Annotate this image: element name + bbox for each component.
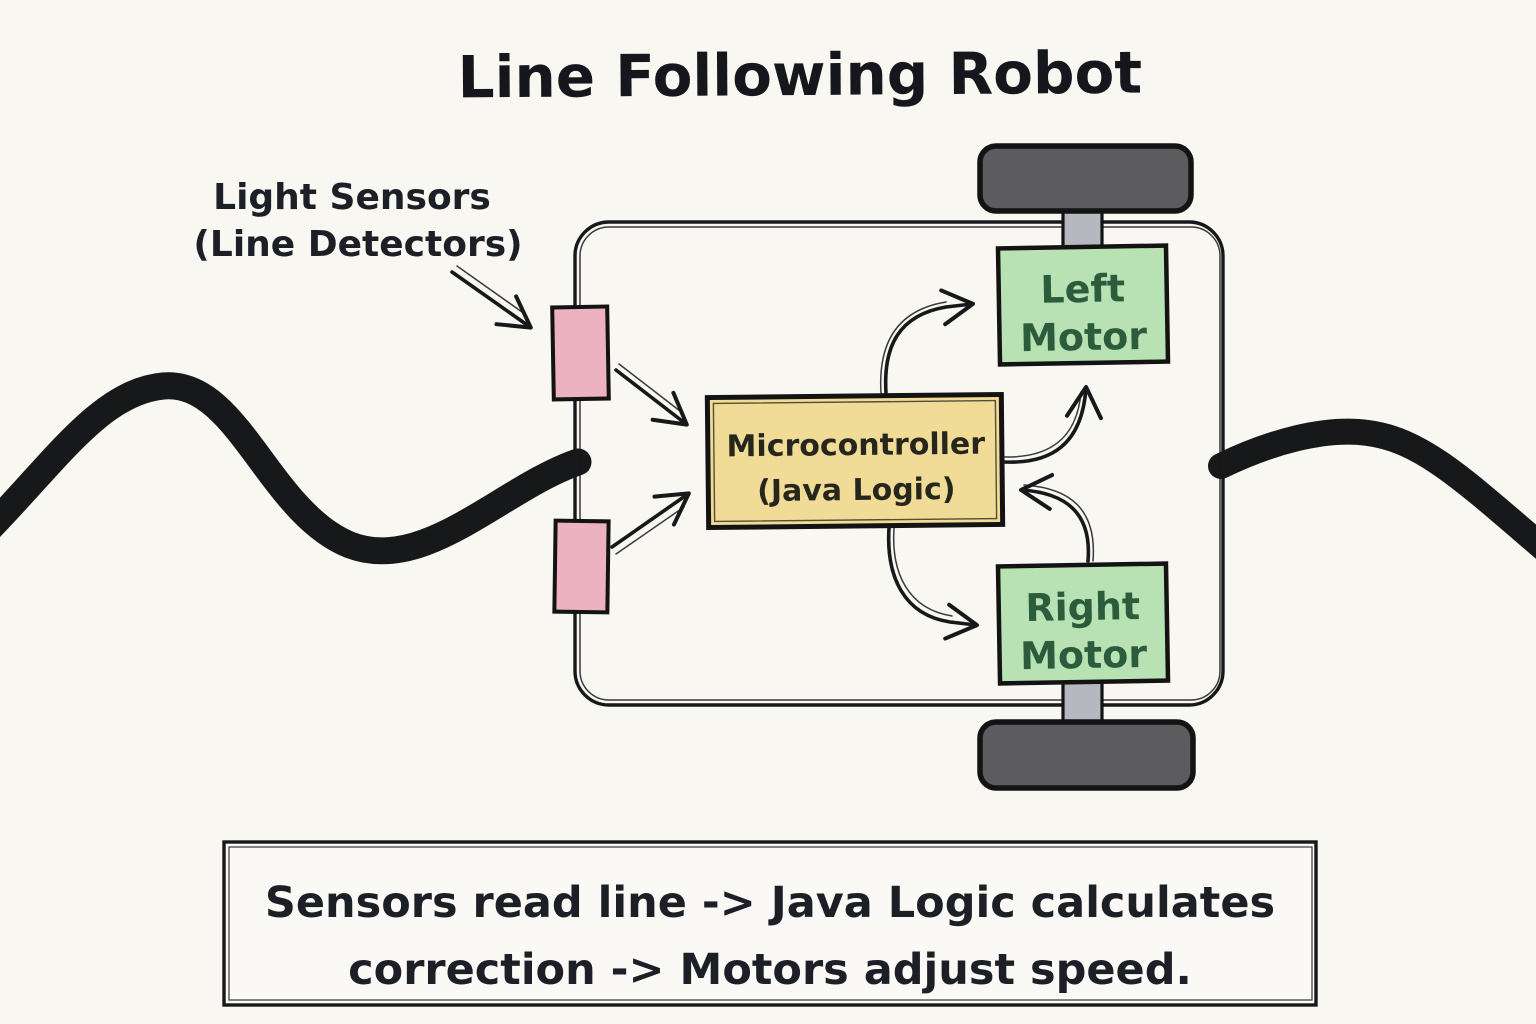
light-sensor-top bbox=[550, 304, 611, 402]
caption-line1: Sensors read line -> Java Logic calculat… bbox=[265, 878, 1275, 928]
right-motor-label-line2: Motor bbox=[1020, 632, 1148, 678]
arrow-mcu-to-left-motor-bottom bbox=[1002, 385, 1103, 464]
arrow-mcu-to-left-motor-bottom-echo bbox=[1003, 391, 1082, 458]
diagram-title: Line Following Robot bbox=[457, 39, 1142, 112]
microcontroller-box: Microcontroller (Java Logic) bbox=[704, 391, 1006, 531]
arrow-bottom-sensor-to-mcu bbox=[610, 491, 691, 549]
left-motor-box: Left Motor bbox=[995, 243, 1171, 367]
label-pointer-arrow-echo bbox=[456, 265, 523, 313]
top-wheel bbox=[977, 143, 1194, 214]
track-line-right bbox=[1208, 418, 1536, 559]
arrow-mcu-to-right-motor-echo bbox=[892, 527, 953, 617]
caption-box-border-echo bbox=[228, 846, 1313, 1001]
arrow-mcu-to-right-motor bbox=[886, 526, 979, 641]
light-sensor-bottom bbox=[552, 518, 611, 615]
caption-box-border bbox=[222, 840, 1318, 1007]
arrow-mcu-to-left-motor bbox=[883, 288, 975, 395]
caption-line2: correction -> Motors adjust speed. bbox=[348, 945, 1192, 995]
right-motor-box: Right Motor bbox=[995, 561, 1171, 686]
arrow-top-sensor-to-mcu bbox=[614, 368, 689, 427]
label-pointer-arrow bbox=[450, 270, 533, 330]
left-motor-label-line1: Left bbox=[1040, 266, 1125, 311]
caption-box: Sensors read line -> Java Logic calculat… bbox=[222, 840, 1318, 1007]
microcontroller-label-line1: Microcontroller bbox=[726, 427, 985, 465]
sensor-label-line2: (Line Detectors) bbox=[193, 224, 522, 265]
robot-body-outline-echo bbox=[579, 226, 1221, 701]
sensor-label-line1: Light Sensors bbox=[213, 177, 491, 218]
left-motor-label-line2: Motor bbox=[1020, 314, 1148, 360]
bottom-axle bbox=[1061, 676, 1104, 728]
arrow-layer bbox=[450, 265, 1103, 641]
arrow-right-motor-to-mcu bbox=[1019, 473, 1091, 563]
robot-body-outline bbox=[573, 220, 1225, 707]
arrow-right-motor-to-mcu-echo bbox=[1023, 484, 1095, 562]
arrow-bottom-sensor-to-mcu-echo bbox=[615, 506, 685, 555]
bottom-wheel bbox=[977, 719, 1196, 791]
right-motor-label-line1: Right bbox=[1025, 584, 1140, 630]
microcontroller-label-line2: (Java Logic) bbox=[757, 472, 956, 509]
arrow-top-sensor-to-mcu-echo bbox=[618, 363, 681, 412]
track-line-left bbox=[0, 372, 592, 565]
arrow-mcu-to-left-motor-echo bbox=[879, 301, 947, 394]
